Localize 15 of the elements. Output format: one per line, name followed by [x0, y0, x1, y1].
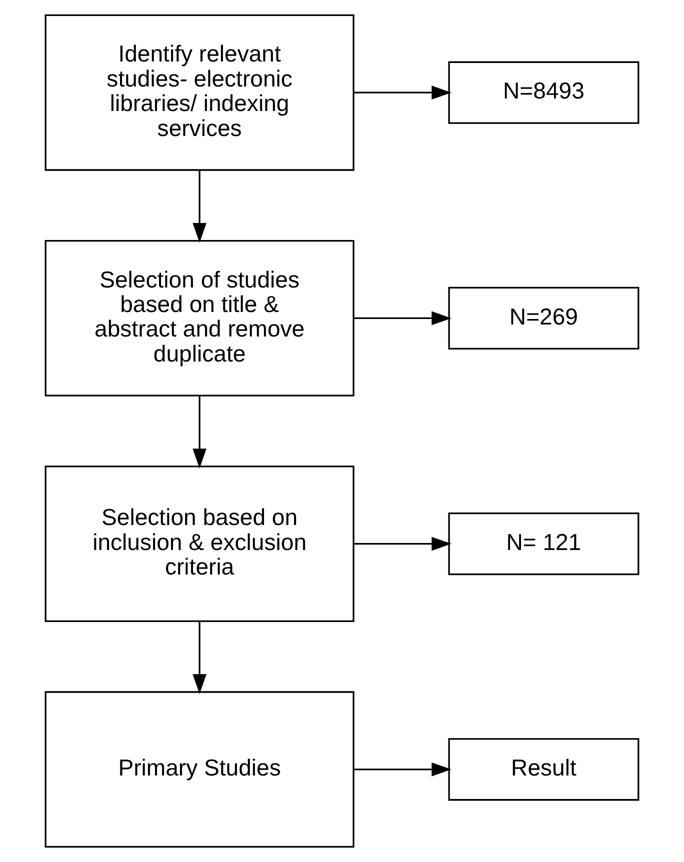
- node-box: Identify relevant studies- electronic libraries/ indexing services: [44, 14, 354, 171]
- node-box: Selection of studies based on title & abstract and remove duplicate: [44, 240, 354, 396]
- arrow: [192, 621, 206, 694]
- arrow: [192, 396, 206, 468]
- arrow: [354, 311, 452, 326]
- arrow: [354, 762, 452, 776]
- node-box: Result: [448, 738, 640, 801]
- arrow: [192, 170, 206, 243]
- node-box: Selection based on inclusion & exclusion criteria: [44, 466, 354, 622]
- arrow: [354, 536, 452, 551]
- node-box: N=269: [448, 286, 640, 350]
- node-box: Primary Studies: [44, 691, 354, 848]
- node-box: N=8493: [448, 61, 640, 124]
- arrow: [354, 86, 452, 100]
- node-box: N= 121: [448, 512, 640, 576]
